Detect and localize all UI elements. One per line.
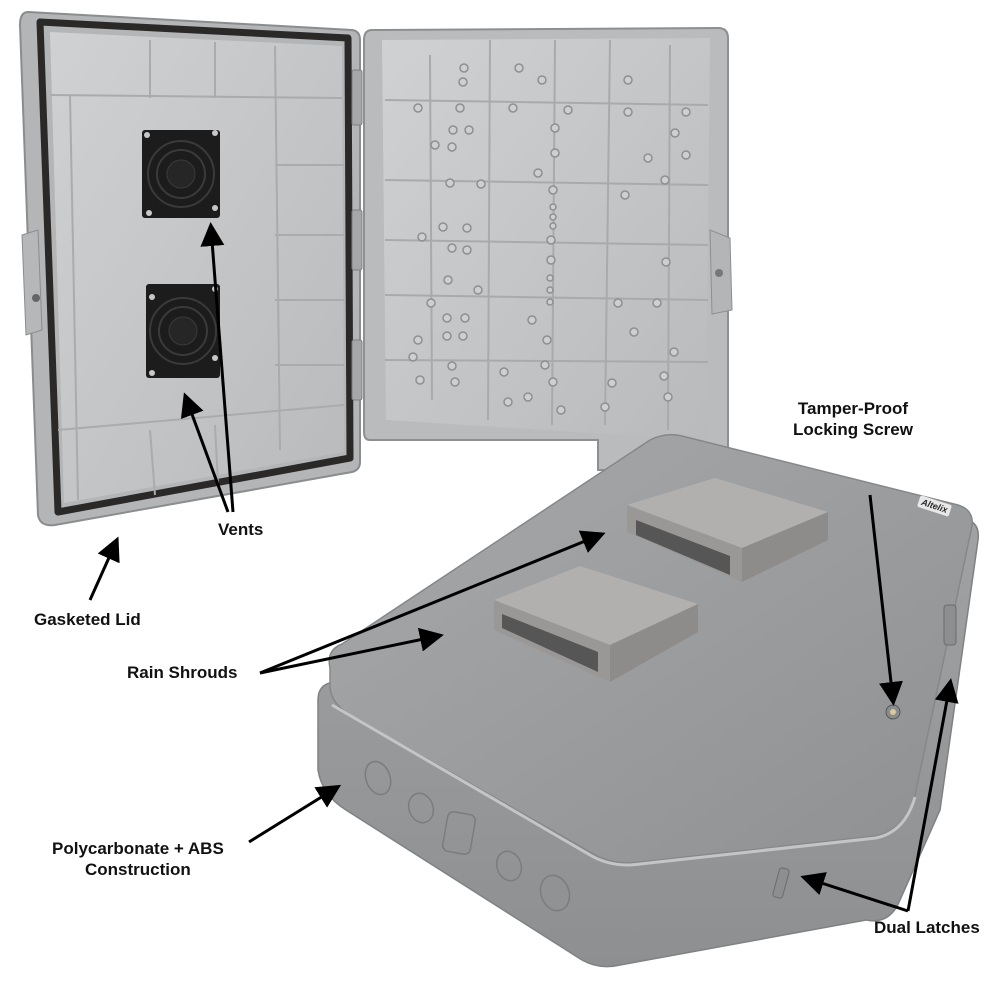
conduit-knockouts (364, 760, 571, 912)
closed-enclosure (317, 433, 980, 968)
rain-shroud-rear (627, 478, 828, 582)
vent-fan-bottom (146, 284, 220, 378)
callout-construction: Polycarbonate + ABS Construction (52, 838, 224, 880)
mounting-bosses (408, 63, 691, 415)
callout-line: Polycarbonate + ABS (52, 839, 224, 858)
callout-vents: Vents (218, 520, 264, 539)
open-lid (18, 10, 363, 527)
callout-tamper-proof-locking-screw: Tamper-Proof Locking Screw (793, 398, 913, 440)
annotation-arrows (88, 222, 959, 913)
vent-fan-top (142, 130, 220, 218)
callout-dual-latches: Dual Latches (874, 918, 980, 937)
callout-line: Construction (85, 860, 191, 879)
open-box-body (363, 26, 733, 471)
rain-shroud-front (494, 566, 698, 682)
callout-gasketed-lid: Gasketed Lid (34, 610, 141, 629)
callout-line: Tamper-Proof (797, 399, 909, 418)
callout-line: Locking Screw (793, 420, 913, 439)
callout-rain-shrouds: Rain Shrouds (127, 663, 238, 682)
